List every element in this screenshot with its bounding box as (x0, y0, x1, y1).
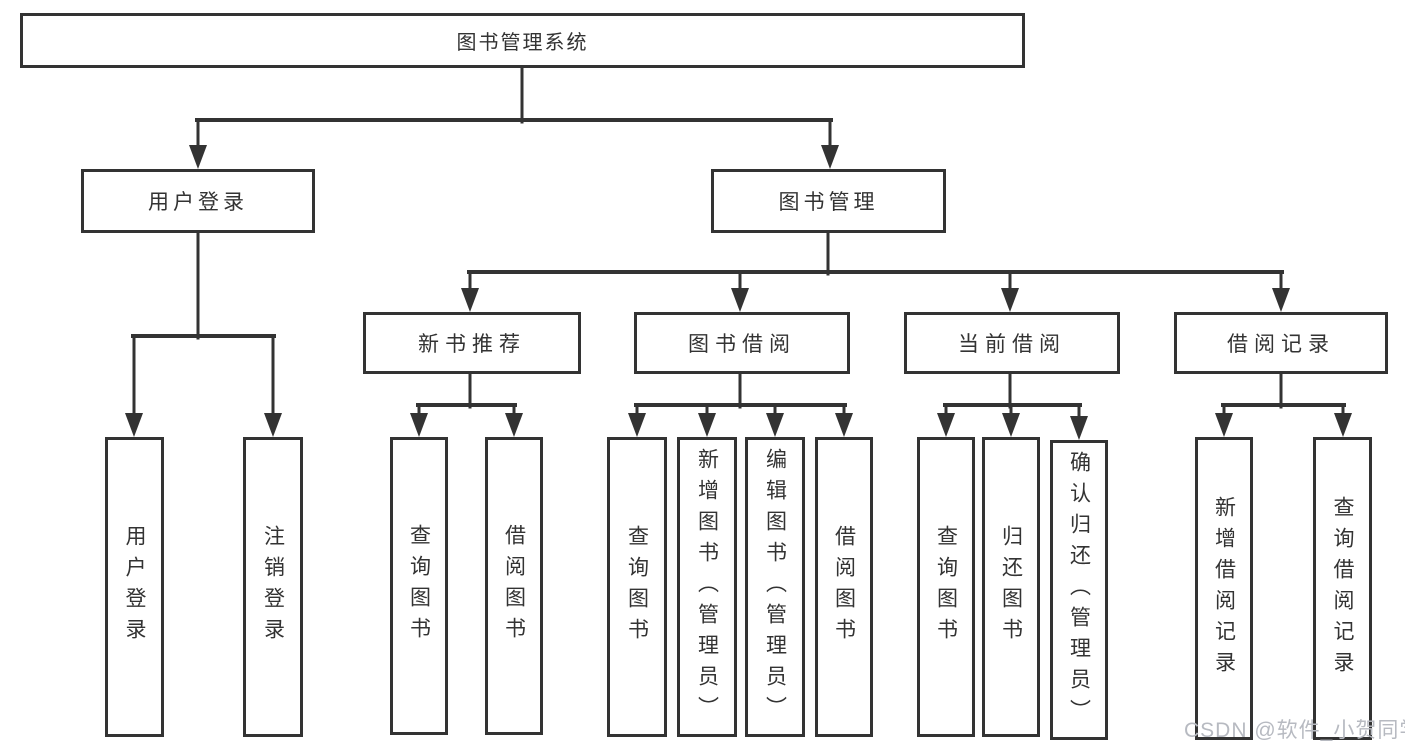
leaf-add-books-admin-label: 新增图书（管理员） (695, 447, 719, 727)
leaf-query-books-current: 查询图书 (917, 437, 975, 737)
node-new-book-recommendation: 新书推荐 (363, 312, 581, 374)
leaf-edit-books-admin-label: 编辑图书（管理员） (763, 447, 787, 727)
edges-user-login-children (125, 231, 282, 437)
edges-new-book-rec-children (410, 372, 523, 437)
leaf-confirm-return-admin-label: 确认归还（管理员） (1067, 450, 1091, 730)
leaf-add-borrow-record-label: 新增借阅记录 (1212, 495, 1236, 682)
node-current-borrowing: 当前借阅 (904, 312, 1120, 374)
node-book-management-label: 图书管理 (778, 191, 879, 214)
leaf-query-books-borrowing-label: 查询图书 (625, 525, 649, 649)
leaf-query-books-newrec: 查询图书 (390, 437, 448, 735)
node-book-borrowing-label: 图书借阅 (688, 333, 796, 356)
leaf-query-books-current-label: 查询图书 (934, 525, 958, 649)
leaf-logout-login: 注销登录 (243, 437, 303, 737)
node-library-system: 图书管理系统 (20, 13, 1025, 68)
leaf-logout-login-label: 注销登录 (261, 525, 285, 649)
node-user-login: 用户登录 (81, 169, 315, 233)
node-new-book-recommendation-label: 新书推荐 (418, 333, 526, 356)
leaf-borrow-books-newrec: 借阅图书 (485, 437, 543, 735)
leaf-query-borrow-record: 查询借阅记录 (1313, 437, 1372, 740)
leaf-user-login: 用户登录 (105, 437, 164, 737)
leaf-add-borrow-record: 新增借阅记录 (1195, 437, 1253, 740)
node-book-borrowing: 图书借阅 (634, 312, 850, 374)
leaf-query-borrow-record-label: 查询借阅记录 (1331, 495, 1354, 682)
leaf-return-books-label: 归还图书 (999, 525, 1023, 649)
leaf-query-books-borrowing: 查询图书 (607, 437, 667, 737)
leaf-user-login-label: 用户登录 (123, 525, 146, 649)
node-borrowing-records-label: 借阅记录 (1227, 333, 1335, 356)
edges-book-borrowing-children (628, 372, 853, 437)
leaf-add-books-admin: 新增图书（管理员） (677, 437, 737, 737)
leaf-return-books: 归还图书 (982, 437, 1040, 737)
node-current-borrowing-label: 当前借阅 (958, 333, 1066, 356)
leaf-borrow-books-newrec-label: 借阅图书 (502, 524, 526, 648)
leaf-confirm-return-admin: 确认归还（管理员） (1050, 440, 1108, 740)
node-book-management: 图书管理 (711, 169, 946, 233)
leaf-edit-books-admin: 编辑图书（管理员） (745, 437, 805, 737)
edges-borrow-records-children (1215, 372, 1352, 437)
node-borrowing-records: 借阅记录 (1174, 312, 1388, 374)
node-user-login-label: 用户登录 (148, 191, 248, 214)
leaf-borrow-books-borrowing: 借阅图书 (815, 437, 873, 737)
edges-root-to-level2 (189, 66, 839, 169)
edges-book-mgmt-to-level3 (461, 231, 1290, 312)
leaf-query-books-newrec-label: 查询图书 (407, 524, 431, 648)
watermark-text: CSDN @软件_小贺同学 (1184, 719, 1405, 742)
edges-current-borrowing-children (937, 372, 1088, 440)
node-library-system-label: 图书管理系统 (456, 32, 589, 54)
leaf-borrow-books-borrowing-label: 借阅图书 (832, 525, 856, 649)
